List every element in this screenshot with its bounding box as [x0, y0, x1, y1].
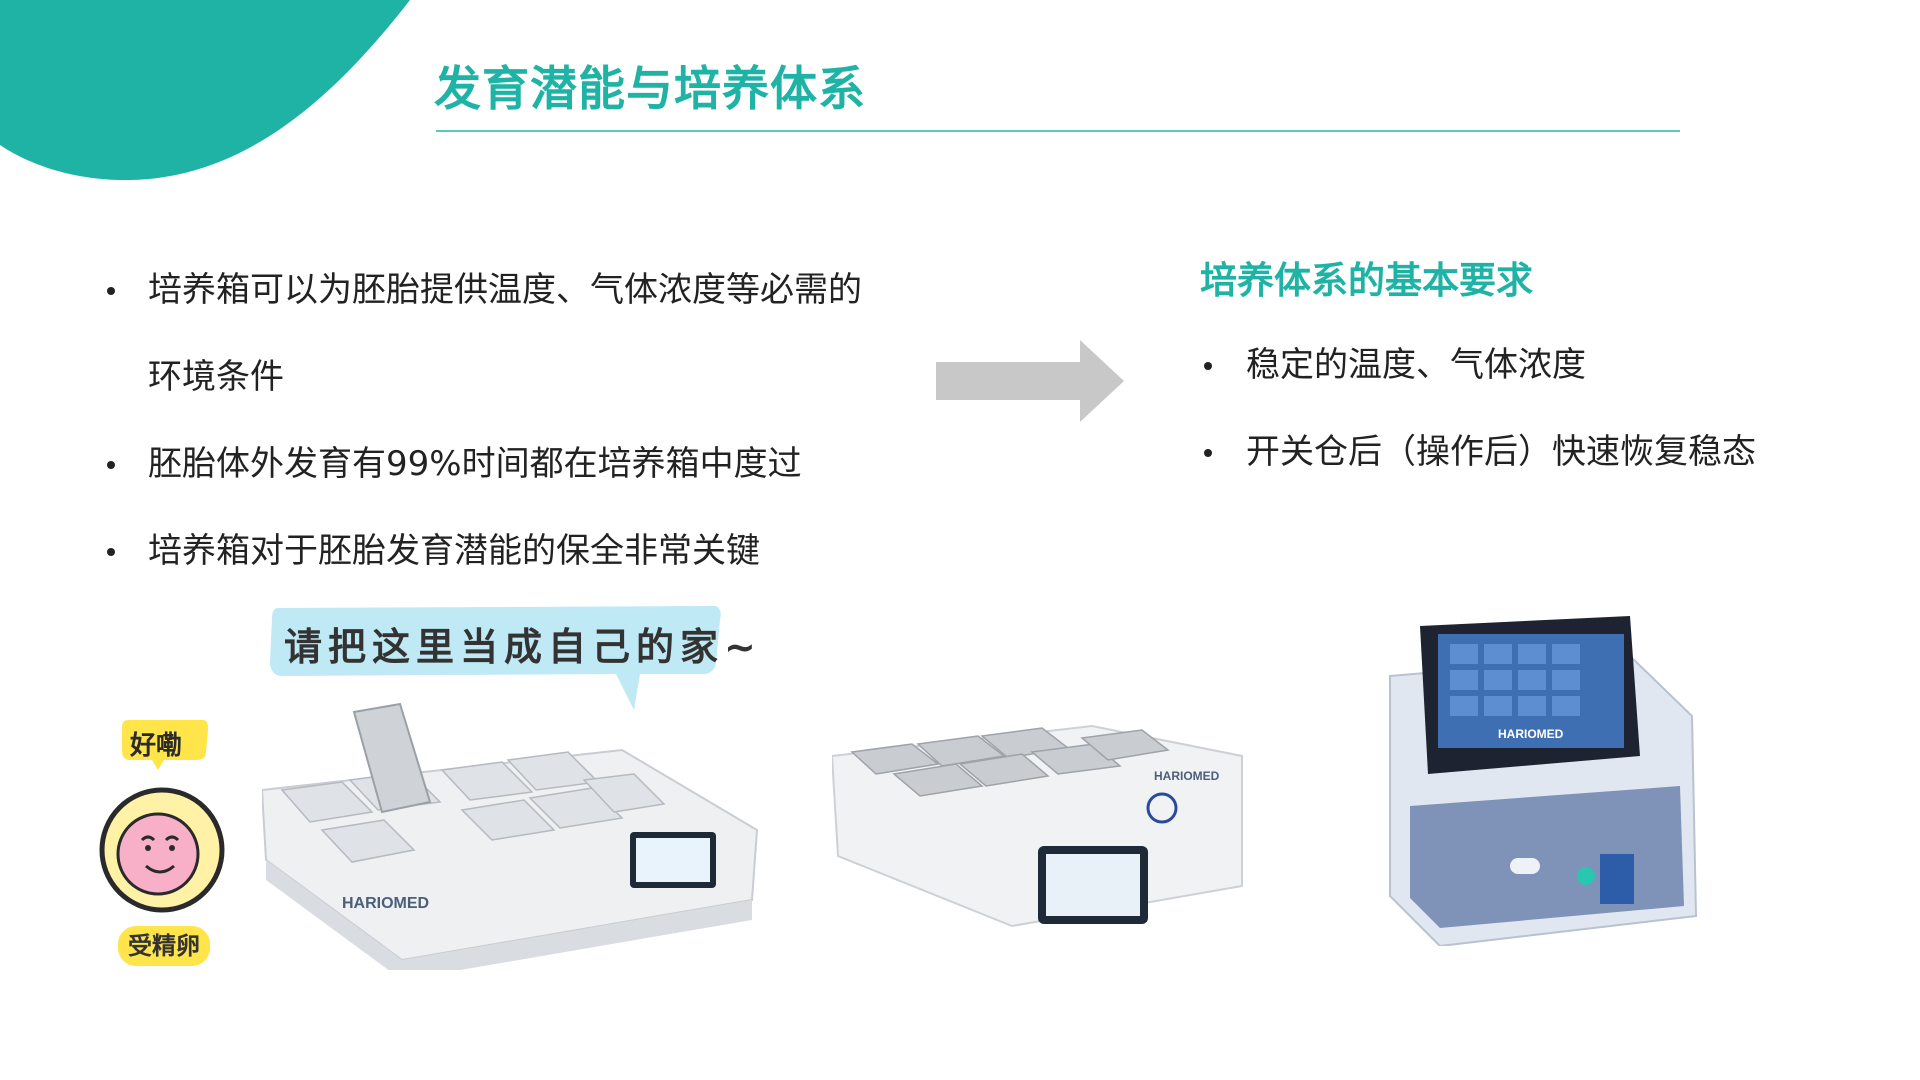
speech-text: 请把这里当成自己的家~	[284, 625, 762, 669]
reply-bubble	[122, 720, 208, 770]
left-bullet-list: 培养箱可以为胚胎提供温度、气体浓度等必需的 环境条件 胚胎体外发育有99%时间都…	[107, 247, 862, 595]
fertilized-egg-illustration	[99, 787, 225, 913]
speech-bubble	[270, 606, 721, 710]
bullet-incubator-provides: 培养箱可以为胚胎提供温度、气体浓度等必需的	[107, 247, 862, 334]
requirement-fast-recovery: 开关仓后（操作后）快速恢复稳态	[1204, 409, 1756, 496]
title-divider	[436, 130, 1680, 132]
requirement-stable-temperature: 稳定的温度、气体浓度	[1204, 322, 1756, 409]
reply-text: 好嘞	[130, 731, 183, 761]
benchtop-incubator-image: HARIOMED	[262, 702, 759, 970]
egg-label: 受精卵	[118, 926, 210, 966]
brand-label-3: HARIOMED	[1498, 727, 1564, 741]
corner-decoration	[0, 0, 410, 181]
requirements-heading: 培养体系的基本要求	[1200, 259, 1533, 302]
right-arrow-icon	[936, 340, 1124, 422]
requirements-list: 稳定的温度、气体浓度 开关仓后（操作后）快速恢复稳态	[1204, 322, 1756, 496]
slide-title: 发育潜能与培养体系	[434, 62, 866, 117]
compact-incubator-image: HARIOMED	[832, 724, 1243, 928]
touchscreen-incubator-image: HARIOMED	[1389, 616, 1698, 946]
brand-label-2: HARIOMED	[1154, 769, 1220, 783]
bullet-incubator-key: 培养箱对于胚胎发育潜能的保全非常关键	[107, 508, 862, 595]
bullet-99-percent-time: 胚胎体外发育有99%时间都在培养箱中度过	[107, 421, 862, 508]
brand-label: HARIOMED	[342, 895, 429, 912]
bullet-incubator-provides-continued: 环境条件	[148, 357, 284, 397]
